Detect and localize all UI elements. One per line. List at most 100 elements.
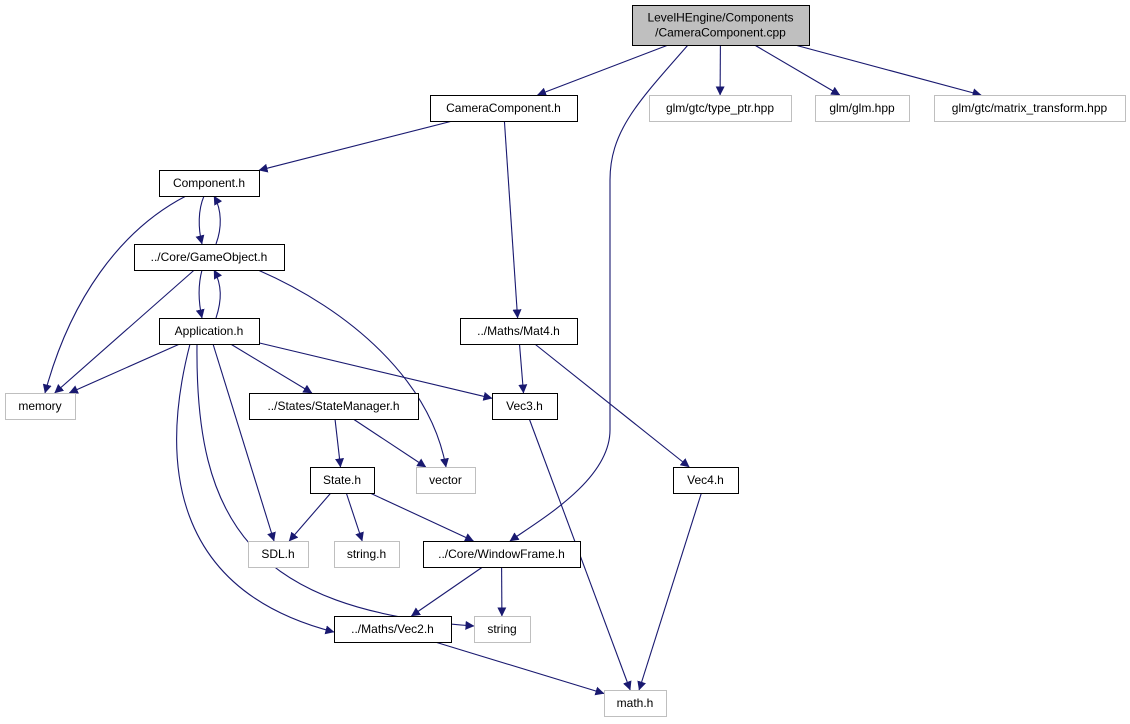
node-box [430,95,578,122]
node-mat4[interactable]: ../Maths/Mat4.h [460,318,578,345]
edge-line [213,269,222,319]
node-winframe[interactable]: ../Core/WindowFrame.h [423,541,581,568]
node-label: CameraComponent.h [446,101,561,115]
node-box [334,616,452,643]
edges-layer [42,44,982,696]
node-box [249,393,419,420]
edge-line [42,195,187,394]
node-glm: glm/glm.hpp [815,95,910,122]
node-box [159,318,260,345]
edge-application-to-memory [68,343,180,394]
edge-line [345,492,364,542]
edge-application-to-sdl [212,343,276,542]
node-label: LevelHEngine/Components [647,11,793,25]
edge-winframe-to-vec2 [411,566,483,617]
node-camcomp[interactable]: CameraComponent.h [430,95,578,122]
node-math: math.h [604,690,667,717]
edge-application-to-vec3 [258,342,493,401]
node-box [310,467,375,494]
node-stringh: string.h [334,541,400,568]
edge-component-to-gameobj [195,195,205,245]
nodes-layer: LevelHEngine/Components/CameraComponent.… [5,5,1126,717]
node-label: vector [429,473,462,487]
node-box [134,244,285,271]
node-application[interactable]: Application.h [159,318,260,345]
edge-line [195,269,205,319]
node-box [474,616,531,643]
node-label: glm/gtc/matrix_transform.hpp [952,101,1108,115]
node-mtrans: glm/gtc/matrix_transform.hpp [934,95,1126,122]
node-label: Component.h [173,176,245,190]
edge-root-to-mtrans [794,44,982,98]
edge-line [257,269,449,468]
node-box [5,393,76,420]
edge-line [54,269,195,394]
node-label: string [487,622,516,636]
node-vec4[interactable]: Vec4.h [673,467,739,494]
edge-line [503,120,522,319]
edge-gameobj-to-memory [54,269,195,394]
node-label: glm/gtc/type_ptr.hpp [666,101,774,115]
node-label: /CameraComponent.cpp [655,26,786,40]
node-label: Vec4.h [687,473,724,487]
edge-state-to-winframe [369,492,474,542]
node-box [604,690,667,717]
edge-mat4-to-vec3 [518,343,528,394]
edge-line [213,195,223,245]
edge-line [212,343,276,542]
edge-line [534,343,690,468]
edge-component-to-memory [42,195,187,394]
node-box [416,467,476,494]
node-label: glm/glm.hpp [829,101,895,115]
edge-root-to-glm [754,44,841,96]
edge-line [176,343,335,635]
edge-line [794,44,982,98]
edge-application-to-vec2 [176,343,335,635]
edge-statemgr-to-vector [352,418,427,468]
node-box [632,5,810,46]
node-label: Application.h [175,324,244,338]
node-state[interactable]: State.h [310,467,375,494]
edge-line [288,492,332,542]
node-vec2[interactable]: ../Maths/Vec2.h [334,616,452,643]
edge-line [518,343,528,394]
node-label: ../Maths/Mat4.h [477,324,560,338]
node-label: ../Maths/Vec2.h [351,622,434,636]
node-statemgr[interactable]: ../States/StateManager.h [249,393,419,420]
edge-root-to-winframe [509,44,689,542]
edge-camcomp-to-component [258,120,453,173]
node-vector: vector [416,467,476,494]
edge-line [637,492,702,691]
node-component[interactable]: Component.h [159,170,260,197]
node-label: SDL.h [261,547,294,561]
node-label: ../Core/GameObject.h [151,250,268,264]
node-vec3[interactable]: Vec3.h [492,393,558,420]
node-label: State.h [323,473,361,487]
edge-state-to-stringh [345,492,364,542]
node-sdl: SDL.h [248,541,309,568]
node-box [159,170,260,197]
edge-application-to-statemgr [230,343,313,394]
node-label: memory [18,399,61,413]
node-root[interactable]: LevelHEngine/Components/CameraComponent.… [632,5,810,46]
node-gameobj[interactable]: ../Core/GameObject.h [134,244,285,271]
edge-line [369,492,474,542]
edge-state-to-sdl [288,492,332,542]
node-box [334,541,400,568]
node-box [460,318,578,345]
node-box [423,541,581,568]
edge-gameobj-to-application [195,269,205,319]
edge-line [509,44,689,542]
edge-gameobj-to-component [213,195,223,245]
edge-line [754,44,841,96]
edge-line [258,342,493,401]
edge-line [411,566,483,617]
edge-line [258,120,453,173]
edge-root-to-camcomp [537,44,669,97]
node-box [492,393,558,420]
node-string: string [474,616,531,643]
node-box [649,95,792,122]
node-typeptr: glm/gtc/type_ptr.hpp [649,95,792,122]
edge-vec2-to-math [434,641,605,696]
